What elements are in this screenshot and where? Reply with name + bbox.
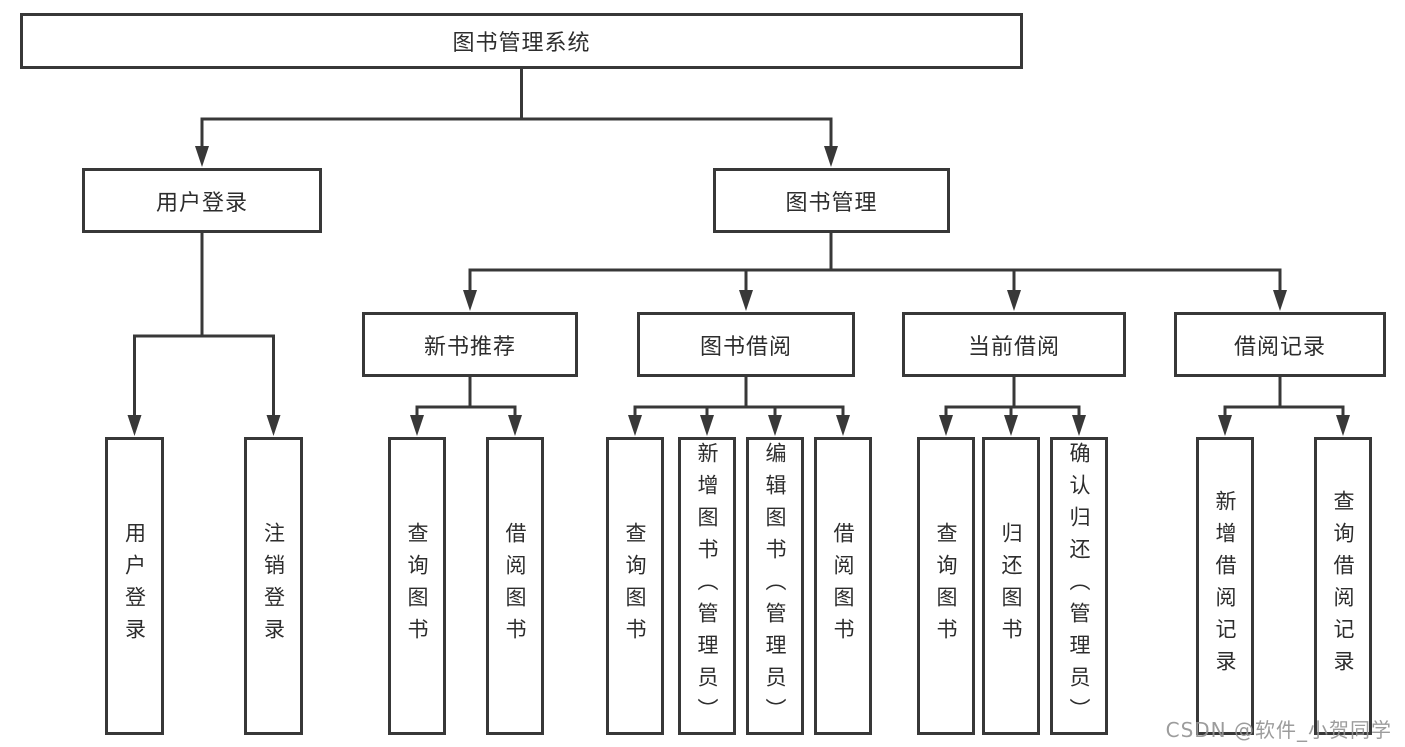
leaf-borrow-edit-books-admin: 编辑图书（管理员） xyxy=(746,437,804,735)
arrow-icon xyxy=(195,146,209,167)
arrow-icon xyxy=(1072,415,1086,436)
node-label: 查询借阅记录 xyxy=(1331,490,1355,682)
node-label: 用户登录 xyxy=(155,190,248,216)
node-new-book-recommend: 新书推荐 xyxy=(362,312,578,377)
node-label: 查询图书 xyxy=(934,522,958,650)
node-label: 用户登录 xyxy=(122,522,147,650)
node-label: 借阅图书 xyxy=(503,522,527,650)
node-label: 新增借阅记录 xyxy=(1213,490,1237,682)
node-book-management: 图书管理 xyxy=(713,168,950,233)
connector-mgmt-to-groups xyxy=(468,231,1282,295)
node-label: 归还图书 xyxy=(999,522,1023,650)
node-system-root: 图书管理系统 xyxy=(20,13,1023,69)
node-book-borrow: 图书借阅 xyxy=(637,312,855,377)
node-label: 注销登录 xyxy=(261,522,286,650)
leaf-borrow-borrow-books: 借阅图书 xyxy=(814,437,872,735)
connector-root-to-level2 xyxy=(200,67,833,151)
leaf-current-confirm-return-admin: 确认归还（管理员） xyxy=(1050,437,1108,735)
node-label: 查询图书 xyxy=(405,522,429,650)
node-label: 新增图书（管理员） xyxy=(695,442,719,730)
arrow-icon xyxy=(1336,415,1350,436)
csdn-watermark: CSDN @软件_小贺同学 xyxy=(1165,718,1392,742)
arrow-icon xyxy=(739,290,753,311)
arrow-icon xyxy=(824,146,838,167)
node-label: 当前借阅 xyxy=(967,334,1060,360)
arrow-icon xyxy=(700,415,714,436)
node-user-login: 用户登录 xyxy=(82,168,322,233)
leaf-records-add-record: 新增借阅记录 xyxy=(1196,437,1254,735)
node-label: 借阅图书 xyxy=(831,522,855,650)
arrow-icon xyxy=(266,415,281,436)
leaf-borrow-add-books-admin: 新增图书（管理员） xyxy=(678,437,736,735)
node-label: 图书管理 xyxy=(785,190,878,216)
node-label: 图书管理系统 xyxy=(452,31,591,56)
leaf-current-return-books: 归还图书 xyxy=(982,437,1040,735)
arrow-icon xyxy=(463,290,477,311)
connector-group-borrow xyxy=(633,375,845,420)
node-label: 图书借阅 xyxy=(699,334,792,360)
leaf-records-query-record: 查询借阅记录 xyxy=(1314,437,1372,735)
leaf-logout: 注销登录 xyxy=(244,437,303,735)
arrow-icon xyxy=(1007,290,1021,311)
arrow-icon xyxy=(508,415,522,436)
arrow-icon xyxy=(768,415,782,436)
leaf-current-query-books: 查询图书 xyxy=(917,437,975,735)
arrow-icon xyxy=(836,415,850,436)
arrow-icon xyxy=(1218,415,1232,436)
node-label: 新书推荐 xyxy=(423,334,516,360)
leaf-user-login: 用户登录 xyxy=(105,437,164,735)
arrow-icon xyxy=(939,415,953,436)
connector-login-to-leaves xyxy=(133,231,275,420)
node-label: 确认归还（管理员） xyxy=(1067,442,1091,730)
connector-group-recommend xyxy=(415,375,517,420)
node-label: 编辑图书（管理员） xyxy=(763,442,787,730)
connector-group-records xyxy=(1223,375,1345,420)
arrow-icon xyxy=(628,415,642,436)
leaf-recommend-query-books: 查询图书 xyxy=(388,437,446,735)
arrow-icon xyxy=(1004,415,1018,436)
leaf-recommend-borrow-books: 借阅图书 xyxy=(486,437,544,735)
leaf-borrow-query-books: 查询图书 xyxy=(606,437,664,735)
node-label: 查询图书 xyxy=(623,522,647,650)
node-current-borrow: 当前借阅 xyxy=(902,312,1126,377)
connector-group-current xyxy=(944,375,1081,420)
arrow-icon xyxy=(410,415,424,436)
node-borrow-records: 借阅记录 xyxy=(1174,312,1386,377)
arrow-icon xyxy=(1273,290,1287,311)
arrow-icon xyxy=(127,415,142,436)
node-label: 借阅记录 xyxy=(1233,334,1326,360)
